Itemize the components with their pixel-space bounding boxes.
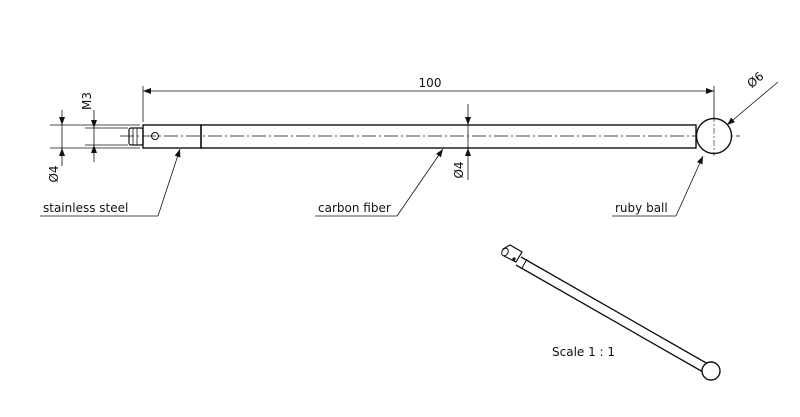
carbon-stem [200,124,697,149]
stem-diameter-label: Ø4 [452,161,466,178]
callout-stainless-steel: stainless steel [40,148,181,217]
length-dimension: 100 [142,76,715,122]
shank-diameter-label: Ø4 [47,165,61,182]
wrench-hole [151,132,159,140]
ball-diameter-label: Ø6 [744,69,766,91]
thread-label: M3 [80,92,94,110]
shank-diameter-dimension: Ø4 [47,110,140,183]
callout-carbon-fiber-label: carbon fiber [318,201,391,215]
stylus-elevation [120,116,740,156]
scale-label: Scale 1 : 1 [552,345,615,359]
length-label: 100 [419,76,442,90]
thread-tip [128,127,144,146]
callout-stainless-steel-label: stainless steel [43,201,128,215]
ball-diameter-dimension: Ø6 [726,69,779,126]
callout-ruby-ball-label: ruby ball [615,201,668,215]
isometric-view [501,244,721,381]
stem-diameter-dimension: Ø4 [452,104,471,180]
thread-dimension: M3 [80,92,128,162]
callout-ruby-ball: ruby ball [612,155,704,217]
callout-carbon-fiber: carbon fiber [315,148,444,217]
